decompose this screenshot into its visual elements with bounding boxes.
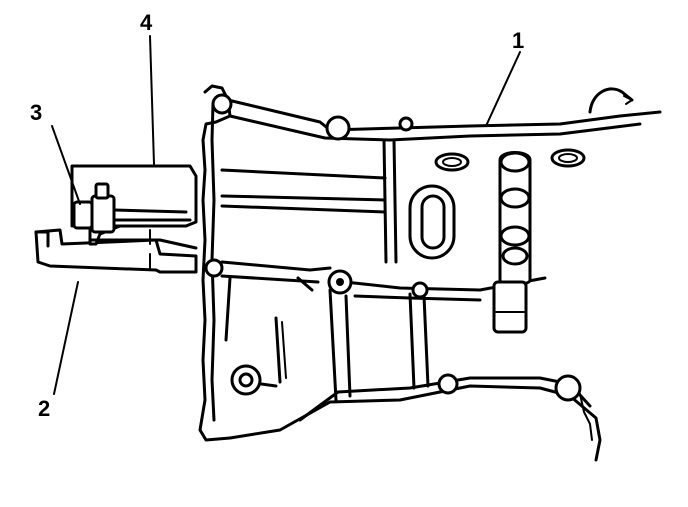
- tool-plate: [34, 228, 198, 274]
- case-bosses: [204, 93, 586, 402]
- leader-line-4: [149, 35, 155, 165]
- leader-lines: [51, 35, 521, 395]
- leader-line-3: [51, 125, 81, 205]
- callout-3: 3: [30, 100, 43, 125]
- leader-line-1: [485, 51, 521, 127]
- callout-4: 4: [140, 10, 153, 35]
- case-ribs: [220, 138, 547, 402]
- bolt: [72, 182, 188, 234]
- leader-line-2: [53, 281, 79, 395]
- callout-2: 2: [38, 396, 51, 421]
- callout-1: 1: [512, 28, 525, 53]
- transmission-case: [198, 84, 662, 462]
